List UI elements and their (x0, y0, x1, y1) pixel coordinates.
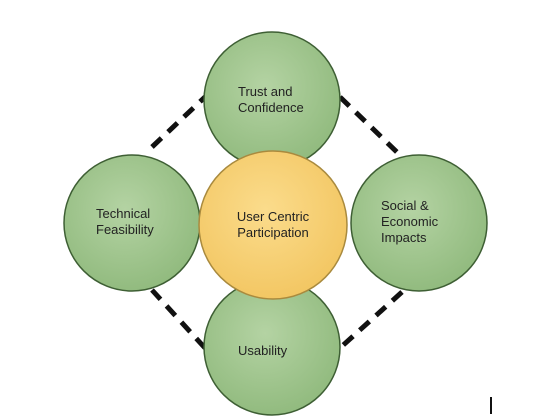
node-label-left: Technical Feasibility (96, 206, 154, 237)
node-circle-center (198, 150, 348, 300)
node-label-bottom: Usability (238, 343, 288, 358)
node-circle-right (350, 154, 488, 292)
node-label-right: Social & Economic Impacts (381, 198, 439, 245)
text-cursor (490, 397, 492, 414)
node-label-top: Trust and Confidence (238, 84, 304, 115)
node-label-center: User Centric Participation (236, 209, 310, 240)
